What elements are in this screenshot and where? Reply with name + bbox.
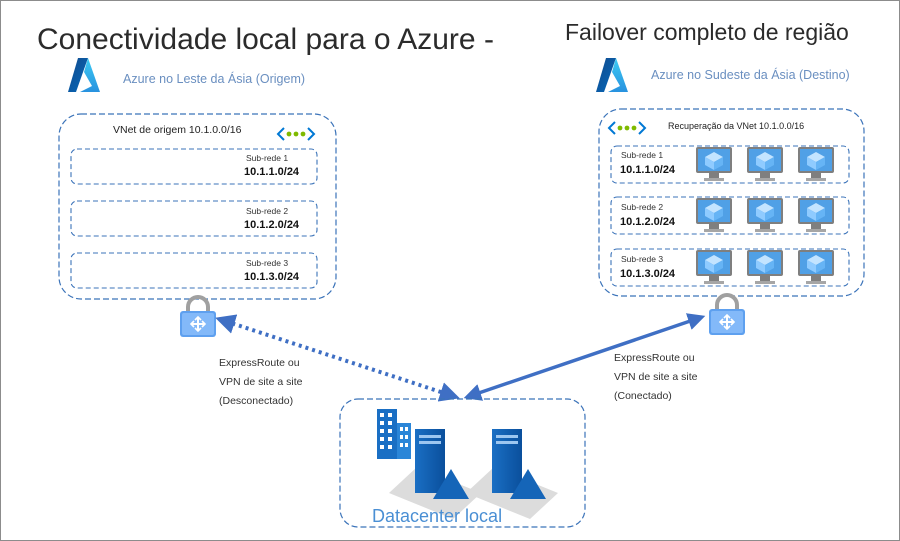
- source-subnet-3-cidr: 10.1.3.0/24: [244, 271, 300, 283]
- target-subnet-1-box: [610, 145, 850, 184]
- target-vnet-icon: [607, 121, 647, 135]
- target-azure-logo-icon: [596, 58, 628, 92]
- virtual-machine-icon: [696, 250, 732, 284]
- virtual-machine-icon: [696, 198, 732, 232]
- building-icon: [377, 409, 411, 459]
- source-vnet-icon: [276, 127, 316, 141]
- right-connection-line2: VPN de site a site: [614, 371, 698, 383]
- target-subnet-2-box: [610, 196, 850, 235]
- source-subnet-1-name: Sub-rede 1: [246, 153, 289, 163]
- target-subnet-1-cidr: 10.1.1.0/24: [620, 164, 676, 176]
- right-connection-line1: ExpressRoute ou: [614, 352, 695, 364]
- source-vpn-gateway-icon: [180, 295, 216, 337]
- virtual-machine-icon: [696, 147, 732, 181]
- target-vpn-gateway-icon: [709, 293, 745, 335]
- left-connection-line1: ExpressRoute ou: [219, 357, 300, 369]
- target-region-label: Azure no Sudeste da Ásia (Destino): [651, 68, 850, 82]
- virtual-machine-icon: [798, 198, 834, 232]
- datacenter-container: [339, 398, 586, 528]
- virtual-machine-icon: [747, 250, 783, 284]
- target-subnet-2-cidr: 10.1.2.0/24: [620, 216, 676, 228]
- virtual-machines: [696, 147, 834, 284]
- datacenter-label: Datacenter local: [372, 506, 503, 526]
- right-connection-label: ExpressRoute ou VPN de site a site (Cone…: [614, 349, 697, 406]
- virtual-machine-icon: [747, 147, 783, 181]
- target-subnet-2-name: Sub-rede 2: [621, 202, 664, 212]
- server-icon: [466, 429, 558, 519]
- target-subnet-3-box: [610, 248, 850, 287]
- target-vnet-title: Recuperação da VNet 10.1.0.0/16: [668, 121, 805, 131]
- left-connection-label: ExpressRoute ou VPN de site a site (Desc…: [219, 354, 302, 411]
- source-subnet-3-box: [70, 252, 318, 289]
- virtual-machine-icon: [798, 250, 834, 284]
- virtual-machine-icon: [747, 198, 783, 232]
- source-subnet-3-name: Sub-rede 3: [246, 258, 289, 268]
- source-azure-logo-icon: [68, 58, 100, 92]
- target-subnet-3-name: Sub-rede 3: [621, 254, 664, 264]
- target-subnet-1-name: Sub-rede 1: [621, 150, 664, 160]
- virtual-machine-icon: [798, 147, 834, 181]
- server-icon: [389, 429, 481, 519]
- source-subnet-2-name: Sub-rede 2: [246, 206, 289, 216]
- page-title: Conectividade local para o Azure -: [37, 23, 494, 56]
- target-subnet-3-cidr: 10.1.3.0/24: [620, 268, 676, 280]
- connected-link-solid: [463, 313, 706, 401]
- left-connection-line2: VPN de site a site: [219, 376, 303, 388]
- source-subnet-2-box: [70, 200, 318, 237]
- left-connection-line3: (Desconectado): [219, 395, 294, 407]
- source-subnet-1-cidr: 10.1.1.0/24: [244, 166, 300, 178]
- source-region-label: Azure no Leste da Ásia (Origem): [123, 72, 306, 86]
- source-vnet-title: VNet de origem 10.1.0.0/16: [113, 124, 242, 136]
- page-subtitle: Failover completo de região: [565, 19, 849, 45]
- source-subnet-2-cidr: 10.1.2.0/24: [244, 219, 300, 231]
- source-subnet-1-box: [70, 148, 318, 185]
- right-connection-line3: (Conectado): [614, 390, 672, 402]
